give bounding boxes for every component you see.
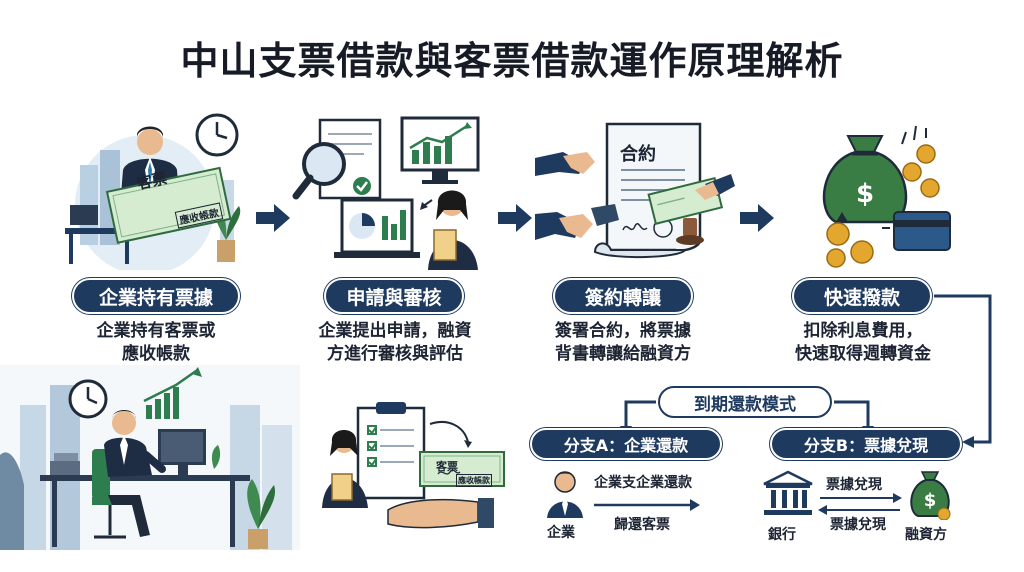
money-bag-icon: $	[908, 468, 952, 520]
company-person-icon	[545, 470, 585, 518]
branch-a-flow-top: 企業支企業還款	[594, 472, 692, 492]
bank-icon	[762, 470, 814, 518]
svg-text:$: $	[924, 490, 937, 511]
branch-b-label: 分支B：票據兌現	[770, 428, 962, 460]
branch-a-flow-bottom: 歸還客票	[614, 514, 670, 534]
branch-a-actor: 企業	[547, 522, 575, 542]
repayment-mode-label: 到期還款模式	[658, 386, 832, 418]
branch-b-flow-bottom: 票據兌現	[830, 514, 886, 534]
branch-b-actor-left: 銀行	[768, 524, 796, 544]
branch-b-actor-right: 融資方	[905, 524, 947, 544]
branch-a-label: 分支A：企業還款	[530, 428, 722, 460]
branch-b-flow-top: 票據兌現	[826, 474, 882, 494]
